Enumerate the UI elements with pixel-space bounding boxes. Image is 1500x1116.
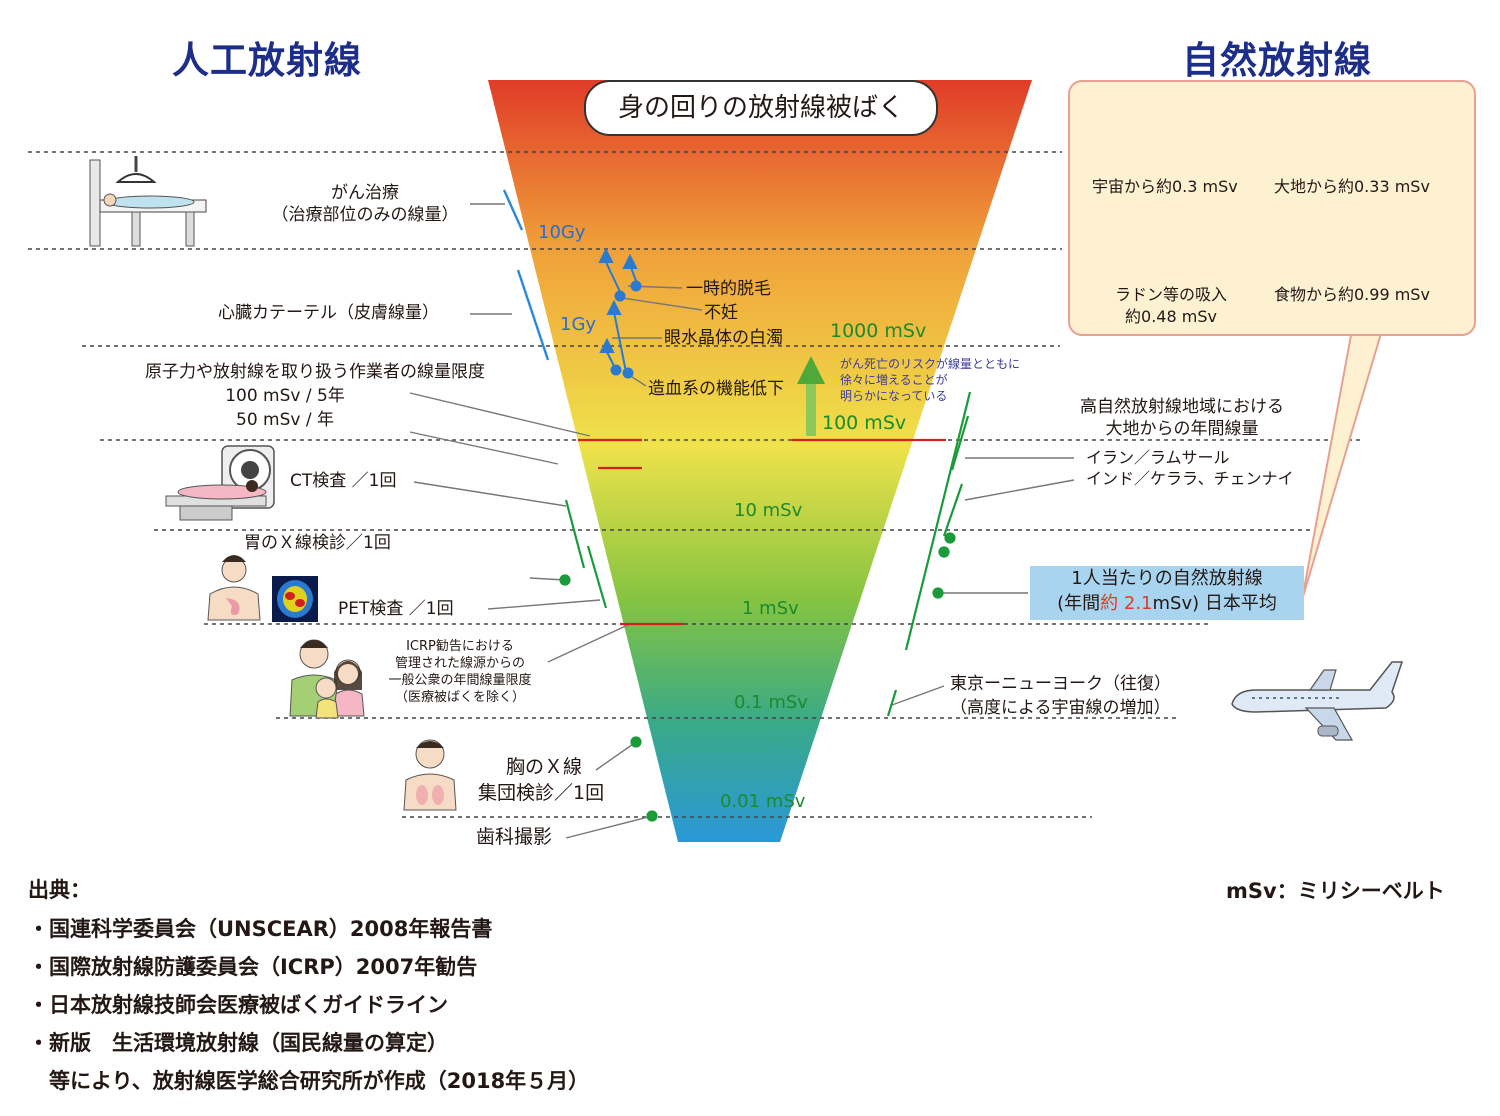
ground-dose-label: 大地から約0.33 mSv bbox=[1274, 177, 1430, 196]
gy-marks bbox=[502, 189, 550, 361]
dose-funnel bbox=[488, 80, 1032, 842]
scale-label-100msv: 100 mSv bbox=[822, 412, 907, 434]
icrp-public-limit-label: ICRP勧告における 管理された線源からの 一般公衆の年間線量限度 （医療被ばく… bbox=[388, 639, 532, 705]
scale-label-0-1msv: 0.1 mSv bbox=[734, 692, 808, 713]
chest-xray-person-icon bbox=[403, 739, 457, 811]
radiotherapy-bed-icon bbox=[89, 156, 207, 247]
source-line: ・国際放射線防護委員会（ICRP）2007年勧告 bbox=[28, 955, 478, 979]
scale-label-10gy: 10Gy bbox=[538, 222, 586, 243]
limit-marks bbox=[578, 438, 946, 626]
patient-stomach-icon bbox=[207, 555, 261, 621]
sources-block: 出典： ・国連科学委員会（UNSCEAR）2008年報告書 ・国際放射線防護委員… bbox=[28, 876, 589, 1095]
effect-sterility: 不妊 bbox=[704, 303, 738, 323]
pet-scan-icon bbox=[272, 576, 318, 622]
dental-xray-label: 歯科撮影 bbox=[476, 826, 553, 848]
japan-average-box: 1人当たりの自然放射線 (年間約 2.1mSv) 日本平均 bbox=[1030, 566, 1304, 620]
scale-label-1msv: 1 mSv bbox=[742, 598, 799, 619]
heading-natural-radiation: 自然放射線 bbox=[1182, 39, 1372, 82]
effect-temporary-hair-loss: 一時的脱毛 bbox=[686, 279, 771, 299]
ct-scan-label: CT検査 ／1回 bbox=[290, 471, 397, 491]
airplane-icon bbox=[1231, 661, 1404, 741]
radon-dose-label: ラドン等の吸入 約0.48 mSv bbox=[1114, 285, 1227, 326]
effect-cataract: 眼水晶体の白濁 bbox=[664, 328, 783, 348]
family-icon bbox=[289, 639, 365, 719]
msv-marks bbox=[559, 391, 972, 822]
pet-scan-label: PET検査 ／1回 bbox=[338, 599, 454, 619]
effect-hematopoietic: 造血系の機能低下 bbox=[648, 379, 784, 399]
worker-dose-limit-label: 原子力や放射線を取り扱う作業者の線量限度 100 mSv / 5年 50 mSv… bbox=[145, 362, 485, 430]
risk-arrow bbox=[797, 356, 825, 436]
food-dose-label: 食物から約0.99 mSv bbox=[1274, 285, 1430, 304]
scale-label-10msv: 10 mSv bbox=[734, 500, 803, 521]
source-line: 出典： bbox=[28, 878, 91, 902]
chest-xray-label: 胸のＸ線 集団検診／1回 bbox=[478, 756, 605, 804]
cancer-therapy-label: がん治療 （治療部位のみの線量） bbox=[271, 183, 459, 225]
heading-artificial-radiation: 人工放射線 bbox=[172, 39, 362, 82]
tokyo-newyork-flight-label: 東京ーニューヨーク（往復） （高度による宇宙線の増加） bbox=[950, 674, 1171, 718]
scale-label-1gy: 1Gy bbox=[560, 314, 597, 335]
unit-note: mSv：ミリシーベルト bbox=[1226, 879, 1445, 903]
funnel-title: 身の回りの放射線被ばく bbox=[584, 80, 938, 136]
cancer-risk-note: がん死亡のリスクが線量とともに 徐々に増えることが 明らかになっている bbox=[840, 357, 1021, 403]
row-dividers bbox=[28, 151, 1360, 818]
high-natural-areas-label: 高自然放射線地域における 大地からの年間線量 bbox=[1080, 397, 1284, 439]
natural-box-tail bbox=[1301, 329, 1384, 601]
source-line: ・新版 生活環境放射線（国民線量の算定） bbox=[28, 1031, 448, 1055]
ct-scanner-icon bbox=[165, 445, 275, 521]
scale-label-0-01msv: 0.01 mSv bbox=[720, 791, 806, 812]
effect-arrows bbox=[598, 247, 642, 379]
natural-sources-box bbox=[1068, 80, 1476, 336]
source-line: 等により、放射線医学総合研究所が作成（2018年５月） bbox=[28, 1069, 590, 1093]
source-line: ・国連科学委員会（UNSCEAR）2008年報告書 bbox=[28, 917, 493, 941]
iran-ramsar-label: イラン／ラムサール bbox=[1086, 448, 1230, 467]
source-line: ・日本放射線技師会医療被ばくガイドライン bbox=[28, 993, 448, 1017]
stomach-xray-label: 胃のＸ線検診／1回 bbox=[244, 533, 391, 553]
scale-label-1000msv: 1000 mSv bbox=[830, 320, 927, 342]
india-kerala-label: インド／ケララ、チェンナイ bbox=[1086, 469, 1294, 488]
cardiac-catheter-label: 心臓カテーテル（皮膚線量） bbox=[218, 303, 439, 323]
space-dose-label: 宇宙から約0.3 mSv bbox=[1092, 177, 1238, 196]
